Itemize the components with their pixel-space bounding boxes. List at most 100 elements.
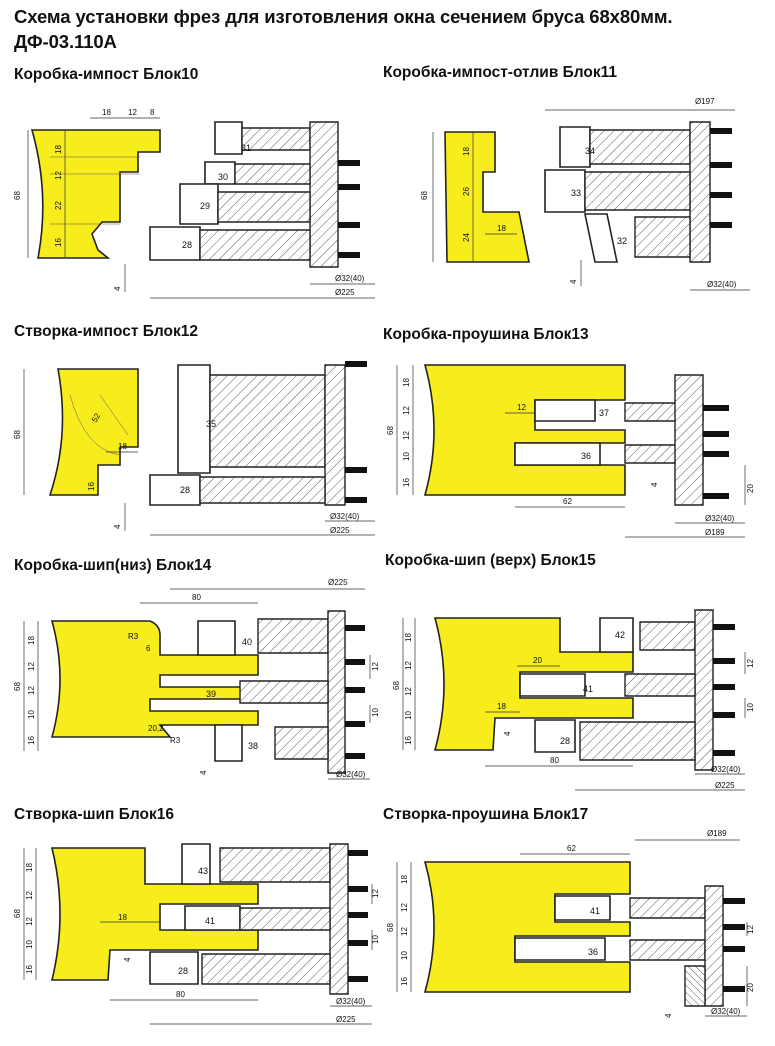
dimension-label: 12 bbox=[27, 686, 36, 695]
dimension-label: R3 bbox=[170, 736, 181, 745]
diagram-block13: 68 18 12 12 10 16 12 37 36 62 4 20 Ø32(4… bbox=[386, 364, 755, 538]
dimension-label: 41 bbox=[205, 916, 215, 926]
cutter-part bbox=[584, 171, 691, 211]
dimension-label: 29 bbox=[200, 201, 210, 211]
dimension-label: 18 bbox=[25, 863, 34, 872]
dimension-label: 36 bbox=[581, 451, 591, 461]
dimension-label: 22 bbox=[54, 201, 63, 210]
dimension-label: 30 bbox=[218, 172, 228, 182]
dimension-label: 32 bbox=[617, 236, 627, 246]
dimension-label: Ø225 bbox=[335, 288, 355, 297]
dimension-label: 28 bbox=[178, 966, 188, 976]
dimension-label: 16 bbox=[27, 736, 36, 745]
panel-title-block12: Створка-импост Блок12 bbox=[14, 323, 198, 340]
cutter-part bbox=[703, 431, 729, 437]
workpiece-profile bbox=[423, 861, 631, 993]
dimension-label: 68 bbox=[386, 426, 395, 435]
workpiece-profile bbox=[50, 847, 259, 981]
dimension-label: 4 bbox=[113, 286, 122, 291]
cutter-part bbox=[177, 364, 211, 474]
dimension-label: 39 bbox=[206, 689, 216, 699]
cutter-part bbox=[689, 121, 711, 263]
cutter-part bbox=[713, 684, 735, 690]
dimension-label: 41 bbox=[583, 684, 593, 694]
cutter-part bbox=[599, 617, 634, 653]
panel-title-block11: Коробка-импост-отлив Блок11 bbox=[383, 64, 618, 81]
panel-title-block10: Коробка-импост Блок10 bbox=[14, 66, 199, 83]
dimension-label: 18 bbox=[497, 224, 506, 233]
dimension-label: 16 bbox=[400, 977, 409, 986]
cutter-part bbox=[684, 965, 706, 1007]
cutter-part bbox=[149, 474, 201, 506]
dimension-label: 68 bbox=[13, 682, 22, 691]
dimension-label: 12 bbox=[746, 659, 755, 668]
cutter-part bbox=[534, 399, 596, 422]
cutter-part bbox=[345, 659, 365, 665]
dimension-label: 12 bbox=[402, 406, 411, 415]
dimension-label: Ø225 bbox=[715, 781, 735, 790]
cutter-part bbox=[241, 127, 311, 151]
diagram-block14: Ø225 80 68 18 12 12 10 16 R3 6 20,2 R3 4… bbox=[13, 578, 380, 780]
dimension-label: Ø225 bbox=[330, 526, 350, 535]
cutter-part bbox=[544, 169, 586, 213]
diagram-block11: Ø197 68 18 26 24 18 34 33 32 4 Ø32(40) bbox=[420, 97, 750, 291]
cutter-part bbox=[338, 160, 360, 166]
dimension-label: Ø197 bbox=[695, 97, 715, 106]
dimension-label: 68 bbox=[13, 191, 22, 200]
cutter-part bbox=[710, 222, 732, 228]
cutter-part bbox=[639, 621, 696, 651]
cutter-part bbox=[519, 673, 586, 697]
cutter-part bbox=[713, 750, 735, 756]
cutter-part bbox=[257, 618, 329, 654]
cutter-part bbox=[579, 721, 696, 761]
cutter-part bbox=[219, 847, 331, 883]
dimension-label: 80 bbox=[550, 756, 559, 765]
cutter-part bbox=[629, 897, 706, 919]
cutter-part bbox=[345, 753, 365, 759]
workpiece-profile bbox=[30, 129, 161, 259]
cutter-part bbox=[239, 680, 329, 704]
workpiece-profile bbox=[48, 368, 139, 496]
dimension-label: 18 bbox=[462, 147, 471, 156]
cutter-part bbox=[199, 476, 326, 504]
cutter-part bbox=[149, 226, 201, 261]
dimension-label: Ø189 bbox=[707, 829, 727, 838]
dimension-label: 34 bbox=[585, 146, 595, 156]
cutter-part bbox=[345, 467, 367, 473]
cutter-part bbox=[703, 451, 729, 457]
dimension-line bbox=[99, 394, 129, 436]
dimension-label: 12 bbox=[27, 662, 36, 671]
workpiece-profile bbox=[423, 364, 626, 496]
dimension-label: 4 bbox=[503, 731, 512, 736]
dimension-label: 18 bbox=[102, 108, 111, 117]
dimension-label: 12 bbox=[128, 108, 137, 117]
cutter-part bbox=[338, 222, 360, 228]
dimension-label: 35 bbox=[206, 419, 216, 429]
dimension-label: 10 bbox=[746, 703, 755, 712]
dimension-label: 12 bbox=[404, 687, 413, 696]
cutter-part bbox=[704, 885, 724, 1007]
dimension-label: 68 bbox=[420, 191, 429, 200]
dimension-label: 12 bbox=[746, 925, 755, 934]
dimension-label: Ø32(40) bbox=[336, 770, 366, 779]
cutter-part bbox=[201, 953, 331, 985]
dimension-label: 4 bbox=[650, 482, 659, 487]
workpiece-profile bbox=[433, 617, 634, 751]
dimension-label: 26 bbox=[462, 187, 471, 196]
dimension-label: 16 bbox=[87, 482, 96, 491]
cutter-part bbox=[345, 497, 367, 503]
dimension-label: 28 bbox=[560, 736, 570, 746]
cutter-part bbox=[713, 624, 735, 630]
cutter-part bbox=[345, 721, 365, 727]
dimension-label: Ø32(40) bbox=[711, 765, 741, 774]
dimension-label: 12 bbox=[25, 917, 34, 926]
cutter-part bbox=[723, 946, 745, 952]
cutter-part bbox=[327, 610, 346, 774]
dimension-label: 4 bbox=[569, 279, 578, 284]
dimension-label: 36 bbox=[588, 947, 598, 957]
dimension-label: 24 bbox=[462, 233, 471, 242]
page-title: Схема установки фрез для изготовления ок… bbox=[14, 4, 673, 54]
dimension-label: 8 bbox=[150, 108, 155, 117]
dimension-label: 12 bbox=[404, 661, 413, 670]
cutter-part bbox=[239, 907, 331, 931]
